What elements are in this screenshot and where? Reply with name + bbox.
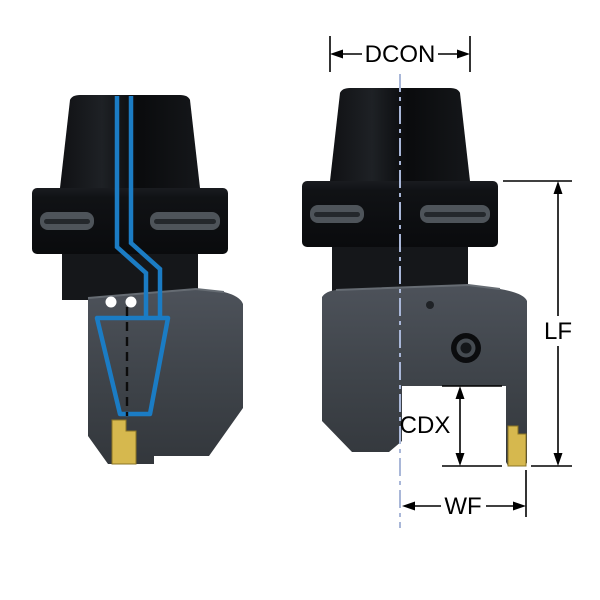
right-head-top-edge-highlight [335,283,501,291]
left-head-top-edge-highlight [87,287,225,299]
left-flange-slot-right-groove [154,219,216,224]
right-head-body [322,285,527,466]
right-shank-cone [330,88,470,181]
dcon-label: DCON [365,41,436,68]
lf-arrow-bottom [553,453,563,466]
right-cutting-insert [507,425,527,467]
dcon-arrow-left [330,49,343,59]
wf-arrow-right [513,501,526,511]
right-flange-slot-right-groove [424,212,486,217]
dcon-arrow-right [457,49,470,59]
left-flange-slot-left-groove [44,219,90,224]
coolant-channel-line-right [128,96,163,318]
coolant-port-dot-2 [125,296,137,308]
dcon-dimension: DCON [329,36,471,72]
coolant-channel-line-left [114,96,149,318]
wf-label: WF [444,493,481,520]
lf-dimension: LF [503,180,572,467]
coolant-port-dot-1 [105,296,117,308]
cdx-arrow-bottom [455,453,465,466]
cdx-arrow-top [455,386,465,399]
left-view-tool [32,95,243,465]
right-flange-slot-left-groove [314,212,360,217]
wf-arrow-left [402,501,415,511]
left-cutting-insert [111,419,137,465]
coolant-funnel-outline [94,315,171,417]
clamp-screw-socket [460,342,472,354]
right-view-tool [302,88,527,467]
lf-label: LF [544,318,572,345]
cdx-label: CDX [400,412,451,439]
wf-dimension: WF [402,470,527,520]
clamp-screw [451,333,481,363]
left-head-body [88,289,243,464]
clamp-pin [426,301,434,309]
coolant-channel-overlay [94,96,171,417]
cdx-dimension: CDX [400,385,502,467]
lf-arrow-top [553,181,563,194]
